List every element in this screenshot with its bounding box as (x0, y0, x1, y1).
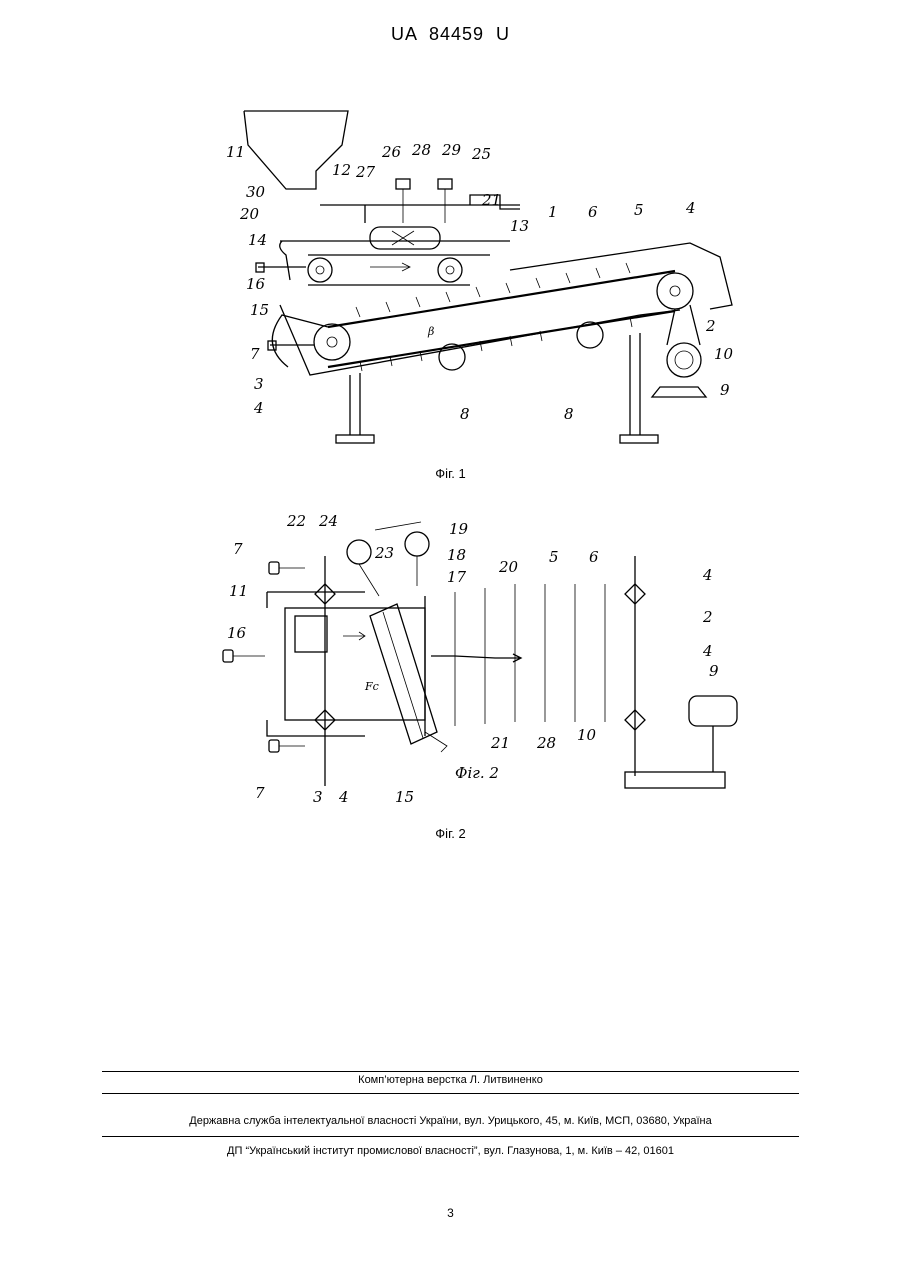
fig2-label-9: 9 (709, 662, 719, 680)
figure-2-drawing: 22 24 23 19 18 17 20 5 6 4 7 11 16 Fc 2 … (215, 496, 745, 806)
fig1-label-11: 11 (226, 143, 245, 161)
footer-layout-credit: Комп’ютерна верстка Л. Литвиненко (0, 1074, 901, 1086)
page-number: 3 (0, 1206, 901, 1220)
motor-19 (405, 532, 429, 556)
upper-belt (308, 255, 490, 285)
footer-rule-1 (102, 1071, 799, 1072)
hopper-11-plan (295, 616, 327, 652)
conveyor-sides (425, 556, 635, 776)
fig1-label-8-left: 8 (460, 405, 470, 423)
legs (350, 333, 640, 435)
fig1-label-12: 12 (332, 161, 351, 179)
figure-2-svg: 22 24 23 19 18 17 20 5 6 4 7 11 16 Fc 2 … (215, 496, 745, 806)
fig1-label-15: 15 (250, 301, 269, 319)
fig1-label-16: 16 (246, 275, 266, 293)
fig1-label-29: 29 (441, 141, 462, 159)
roller-20-plan (370, 604, 437, 744)
fig1-label-8-right: 8 (564, 405, 574, 423)
fig2-inline-caption: Фіг. 2 (455, 764, 499, 782)
figure-2-caption: Фіг. 2 (0, 826, 901, 841)
footer-institute: ДП “Український інститут промислової вла… (0, 1145, 901, 1157)
handwheel-7-top (269, 562, 279, 574)
top-cover (510, 243, 732, 309)
support-roller-8b (577, 322, 603, 348)
fig1-label-25: 25 (471, 145, 491, 163)
fig2-label-6: 6 (589, 548, 599, 566)
fig1-label-26: 26 (381, 143, 402, 161)
fig2-label-7-bottom: 7 (255, 784, 265, 802)
fig1-label-6: 6 (588, 203, 598, 221)
fig1-label-4-bottom: 4 (253, 399, 264, 417)
upper-roller-left (308, 258, 332, 282)
fig2-label-4-mid: 4 (702, 642, 713, 660)
fig2-label-21: 21 (490, 734, 510, 752)
conveyor-slats (455, 584, 605, 726)
fig1-label-27: 27 (355, 163, 376, 181)
footer-rule-3 (102, 1136, 799, 1137)
fig2-label-20: 20 (498, 558, 519, 576)
roller-20 (370, 227, 440, 249)
upper-pulley (657, 273, 693, 309)
fig2-label-15: 15 (395, 788, 414, 806)
fig2-label-17: 17 (447, 568, 467, 586)
fig2-label-5: 5 (549, 548, 559, 566)
foot-left (336, 435, 374, 443)
upper-roller-right (438, 258, 462, 282)
fig1-label-beta: β (427, 325, 434, 338)
motor-pulley (667, 343, 701, 377)
fig2-label-18: 18 (447, 546, 466, 564)
fig2-label-4-bottom: 4 (338, 788, 349, 806)
fig1-label-13: 13 (510, 217, 529, 235)
fig1-label-28: 28 (411, 141, 431, 159)
fig2-label-10: 10 (577, 726, 597, 744)
fig1-label-30: 30 (246, 183, 266, 201)
fig2-label-28: 28 (536, 734, 556, 752)
fig1-label-9: 9 (720, 381, 730, 399)
fig1-label-4-top: 4 (685, 199, 696, 217)
fig1-label-1: 1 (548, 203, 558, 221)
feed-arrow (370, 263, 410, 271)
fig1-label-10: 10 (714, 345, 734, 363)
regulator-26 (396, 179, 410, 189)
fig1-label-14: 14 (248, 231, 267, 249)
fig2-label-23: 23 (374, 544, 394, 562)
fig2-label-19: 19 (449, 520, 469, 538)
fig2-label-fc: Fc (364, 680, 379, 693)
flow-arrow (431, 654, 521, 662)
fig2-label-22: 22 (286, 512, 306, 530)
fig1-label-5: 5 (634, 201, 644, 219)
fig1-label-3: 3 (254, 375, 264, 393)
figure-1-caption: Фіг. 1 (0, 466, 901, 481)
fig2-label-16: 16 (227, 624, 247, 642)
shaft-lines (267, 592, 365, 736)
motor-9-plan (689, 696, 737, 726)
fig2-label-24: 24 (318, 512, 338, 530)
lower-pulley (314, 324, 350, 360)
fig1-label-20: 20 (239, 205, 260, 223)
regulator-29 (438, 179, 452, 189)
fig1-label-21: 21 (481, 191, 501, 209)
footer-office: Державна служба інтелектуальної власност… (0, 1115, 901, 1127)
handwheel-16 (223, 650, 233, 662)
fig2-label-11: 11 (229, 582, 248, 600)
handwheel-7-bottom (269, 740, 279, 752)
fig1-label-2: 2 (705, 317, 716, 335)
footer-rule-2 (102, 1093, 799, 1094)
figure-1-drawing: 11 12 27 26 28 29 25 21 30 20 14 16 15 1… (220, 105, 750, 450)
fig2-label-4-top: 4 (702, 566, 713, 584)
motor-24 (347, 540, 371, 564)
frame-lower-left (272, 315, 328, 367)
foot-right (620, 435, 658, 443)
motor-base (652, 387, 706, 397)
fig2-label-3: 3 (313, 788, 323, 806)
fig2-label-7-top: 7 (233, 540, 243, 558)
patent-number-header: UA 84459 U (0, 24, 901, 45)
feed-box-left (280, 241, 290, 280)
belt-drive-10 (625, 772, 725, 788)
fig2-label-2: 2 (702, 608, 713, 626)
figure-1-svg: 11 12 27 26 28 29 25 21 30 20 14 16 15 1… (220, 105, 750, 450)
fig1-label-7: 7 (250, 345, 260, 363)
